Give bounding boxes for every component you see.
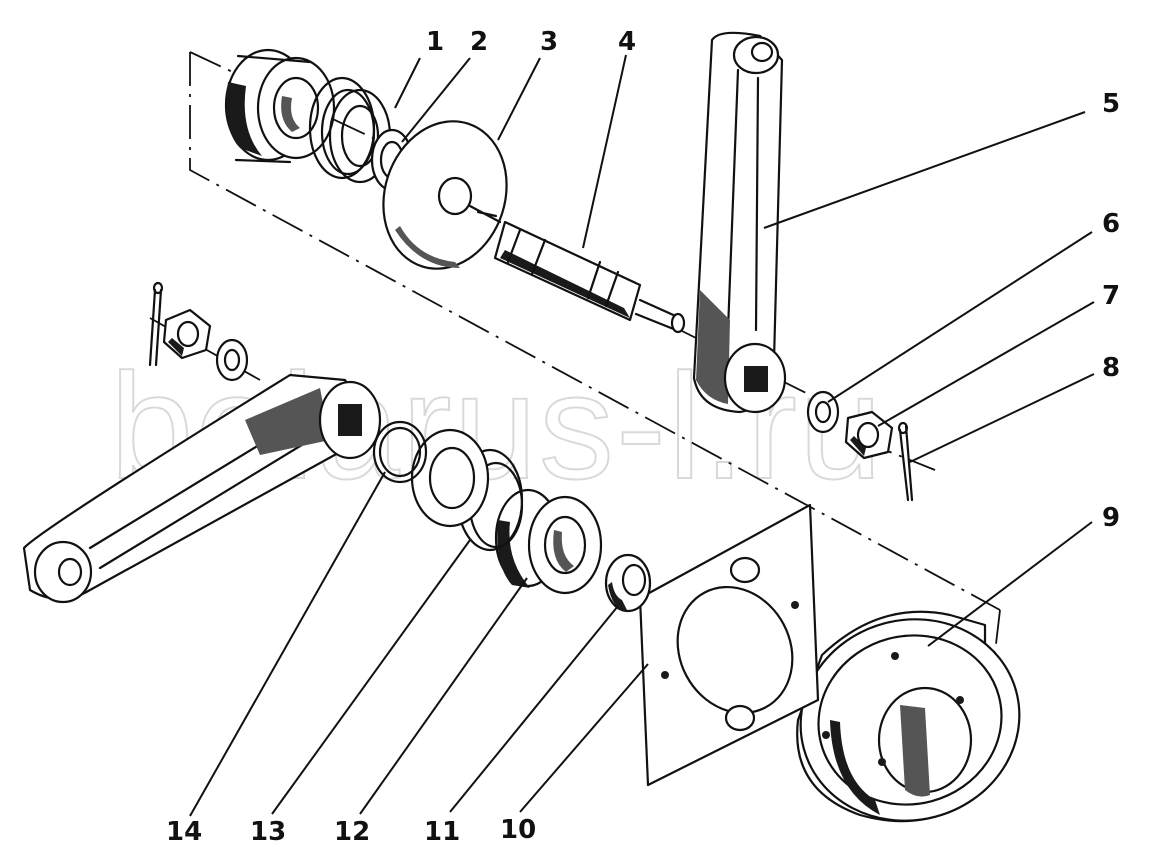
lower-cotter-pin <box>148 281 164 367</box>
lower-lever-arm <box>22 373 382 604</box>
part-3-disc <box>382 120 508 270</box>
part-11-bushing <box>604 553 652 613</box>
callout-5: 5 <box>1102 89 1120 119</box>
part-5-lever-upper <box>692 31 787 414</box>
lower-castle-nut <box>162 308 212 360</box>
lower-washer <box>215 338 249 382</box>
callout-3: 3 <box>540 27 558 57</box>
seal-ring <box>410 428 490 528</box>
callout-labels: 1 2 3 4 5 6 7 8 9 10 11 12 13 14 <box>166 27 1120 847</box>
callout-12: 12 <box>334 817 370 847</box>
callout-13: 13 <box>250 817 286 847</box>
upper-bearing <box>224 48 336 164</box>
part-12-bearing <box>494 488 603 595</box>
part-10-plate <box>638 503 820 787</box>
part-14-circlip <box>372 420 428 484</box>
callout-11: 11 <box>424 817 460 847</box>
callout-14: 14 <box>166 817 202 847</box>
callout-8: 8 <box>1102 353 1120 383</box>
leader-lines <box>189 54 1095 817</box>
callout-9: 9 <box>1102 503 1120 533</box>
part-9-flange-housing <box>796 610 1021 823</box>
callout-2: 2 <box>470 27 488 57</box>
callout-1: 1 <box>426 27 444 57</box>
callout-4: 4 <box>618 27 636 57</box>
callout-6: 6 <box>1102 209 1120 239</box>
callout-7: 7 <box>1102 281 1120 311</box>
part-8-cotter-pin <box>897 421 914 502</box>
part-6-washer <box>806 390 840 434</box>
callout-10: 10 <box>500 815 536 845</box>
part-4-shaft <box>468 204 686 334</box>
